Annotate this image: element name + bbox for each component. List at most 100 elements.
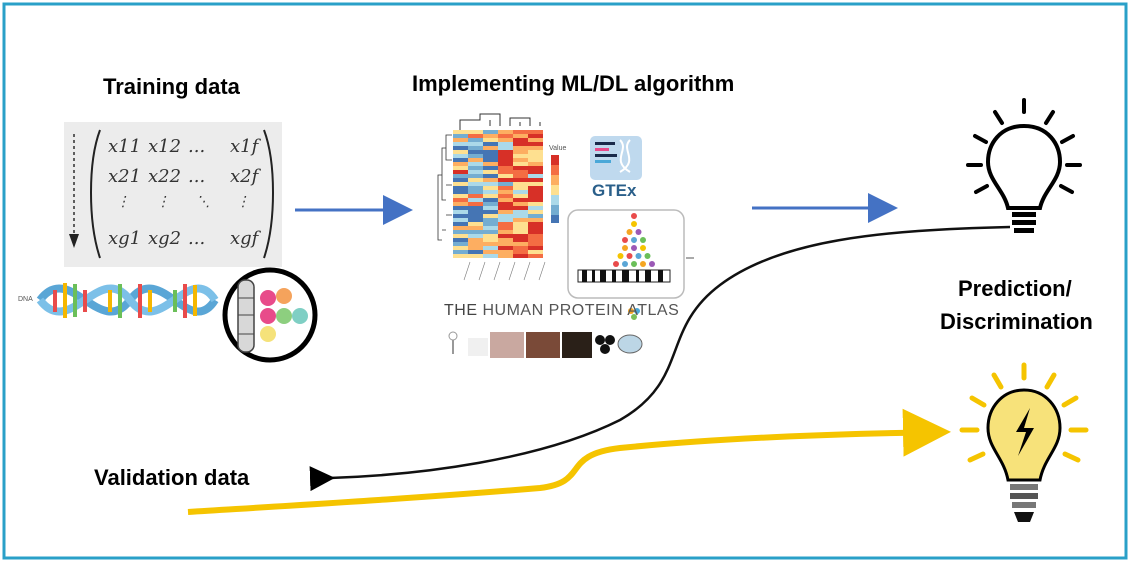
pyramid-dot xyxy=(622,261,628,267)
heatmap-cell xyxy=(528,146,543,150)
heatmap-cell xyxy=(453,198,468,202)
heatmap-cell xyxy=(483,170,498,174)
heatmap-cell xyxy=(483,186,498,190)
heatmap-cell xyxy=(498,138,513,142)
matrix-cell: ⋮ xyxy=(156,194,170,210)
heatmap-legend xyxy=(551,155,559,223)
heatmap-cell xyxy=(453,162,468,166)
heatmap-cell xyxy=(513,130,528,134)
pyramid-dot xyxy=(644,253,651,259)
heatmap-cell xyxy=(498,158,513,162)
heatmap-cell xyxy=(528,218,543,222)
heatmap-cell xyxy=(513,134,528,138)
heatmap-cell xyxy=(498,154,513,158)
heatmap-cell xyxy=(513,222,528,226)
pyramid-dot xyxy=(635,253,642,259)
heatmap-cell xyxy=(453,174,468,178)
heatmap-cell xyxy=(453,222,468,226)
heatmap-cell xyxy=(513,218,528,222)
heatmap-cell xyxy=(468,138,483,142)
heatmap-cell xyxy=(513,178,528,182)
heatmap-cell xyxy=(513,214,528,218)
heatmap-cell xyxy=(453,186,468,190)
heatmap-cell xyxy=(498,174,513,178)
heatmap-cell xyxy=(513,226,528,230)
heatmap-cell xyxy=(483,226,498,230)
heatmap-cell xyxy=(513,138,528,142)
validation-to-prediction-curve xyxy=(187,408,951,515)
heatmap-cell xyxy=(468,166,483,170)
heatmap-cell xyxy=(528,158,543,162)
heatmap-cell xyxy=(453,230,468,234)
heatmap-cell xyxy=(528,242,543,246)
heatmap-cell xyxy=(498,218,513,222)
heatmap-cell xyxy=(483,214,498,218)
heatmap-cell xyxy=(483,158,498,162)
heatmap-cell xyxy=(513,166,528,170)
heatmap-cell xyxy=(498,226,513,230)
heatmap-cell xyxy=(468,238,483,242)
protein-atlas-title: THE HUMAN PROTEIN ATLAS xyxy=(444,302,679,320)
heatmap-cell xyxy=(498,190,513,194)
lit-bulb-icon xyxy=(959,362,1089,522)
heatmap-cell xyxy=(468,134,483,138)
heatmap-cell xyxy=(513,254,528,258)
heatmap-cell xyxy=(528,182,543,186)
heatmap-cell xyxy=(498,134,513,138)
heatmap-cell xyxy=(513,202,528,206)
heatmap-cell xyxy=(483,206,498,210)
heatmap-image xyxy=(437,113,559,281)
heatmap-cell xyxy=(528,134,543,138)
heatmap-cell xyxy=(468,186,483,190)
heatmap-cell xyxy=(513,238,528,242)
heatmap-cell xyxy=(513,154,528,158)
dna-helix-icon xyxy=(36,283,219,318)
heatmap-cell xyxy=(528,202,543,206)
heatmap-cell xyxy=(528,206,543,210)
heatmap-cell xyxy=(513,234,528,238)
protein-atlas-prefix: THE xyxy=(444,302,483,319)
heatmap-cell xyxy=(453,170,468,174)
heatmap-cell xyxy=(453,166,468,170)
heatmap-cell xyxy=(468,242,483,246)
heatmap-cell xyxy=(453,130,468,134)
heatmap-cell xyxy=(528,194,543,198)
heatmap-cell xyxy=(498,150,513,154)
heatmap-cell xyxy=(453,206,468,210)
heatmap-cell xyxy=(498,170,513,174)
matrix-cell: x21 xyxy=(108,166,142,187)
heatmap-cell xyxy=(468,182,483,186)
matrix-cell: ⋮ xyxy=(236,194,250,210)
heatmap-cell xyxy=(498,230,513,234)
heatmap-cell xyxy=(483,230,498,234)
heatmap-cell xyxy=(483,182,498,186)
heatmap-cell xyxy=(483,130,498,134)
heatmap-cell xyxy=(528,198,543,202)
heatmap-cell xyxy=(498,146,513,150)
prediction-label-line2: Discrimination xyxy=(940,309,1093,334)
matrix-cell: x12 xyxy=(148,136,182,157)
heatmap-cell xyxy=(453,226,468,230)
protein-atlas-images xyxy=(444,308,643,360)
matrix-cell: ... xyxy=(188,228,206,249)
pyramid-dot xyxy=(640,245,646,251)
heatmap-cell xyxy=(528,138,543,142)
pyramid-dot xyxy=(640,237,646,243)
heatmap-cell xyxy=(513,150,528,154)
pyramid-dot xyxy=(631,221,637,227)
heatmap-cell xyxy=(528,222,543,226)
heatmap-cell xyxy=(468,130,483,134)
pyramid-dot xyxy=(640,261,646,267)
heatmap-cell xyxy=(468,222,483,226)
heatmap-cell xyxy=(483,174,498,178)
heatmap-cell xyxy=(483,222,498,226)
heatmap-cell xyxy=(483,250,498,254)
matrix-cell: xgf xyxy=(230,228,259,249)
heatmap-cell xyxy=(513,194,528,198)
heatmap-cell xyxy=(468,254,483,258)
heatmap-cell xyxy=(498,194,513,198)
heatmap-cell xyxy=(468,158,483,162)
heatmap-cell xyxy=(513,158,528,162)
gtex-label: GTEx xyxy=(592,181,637,200)
